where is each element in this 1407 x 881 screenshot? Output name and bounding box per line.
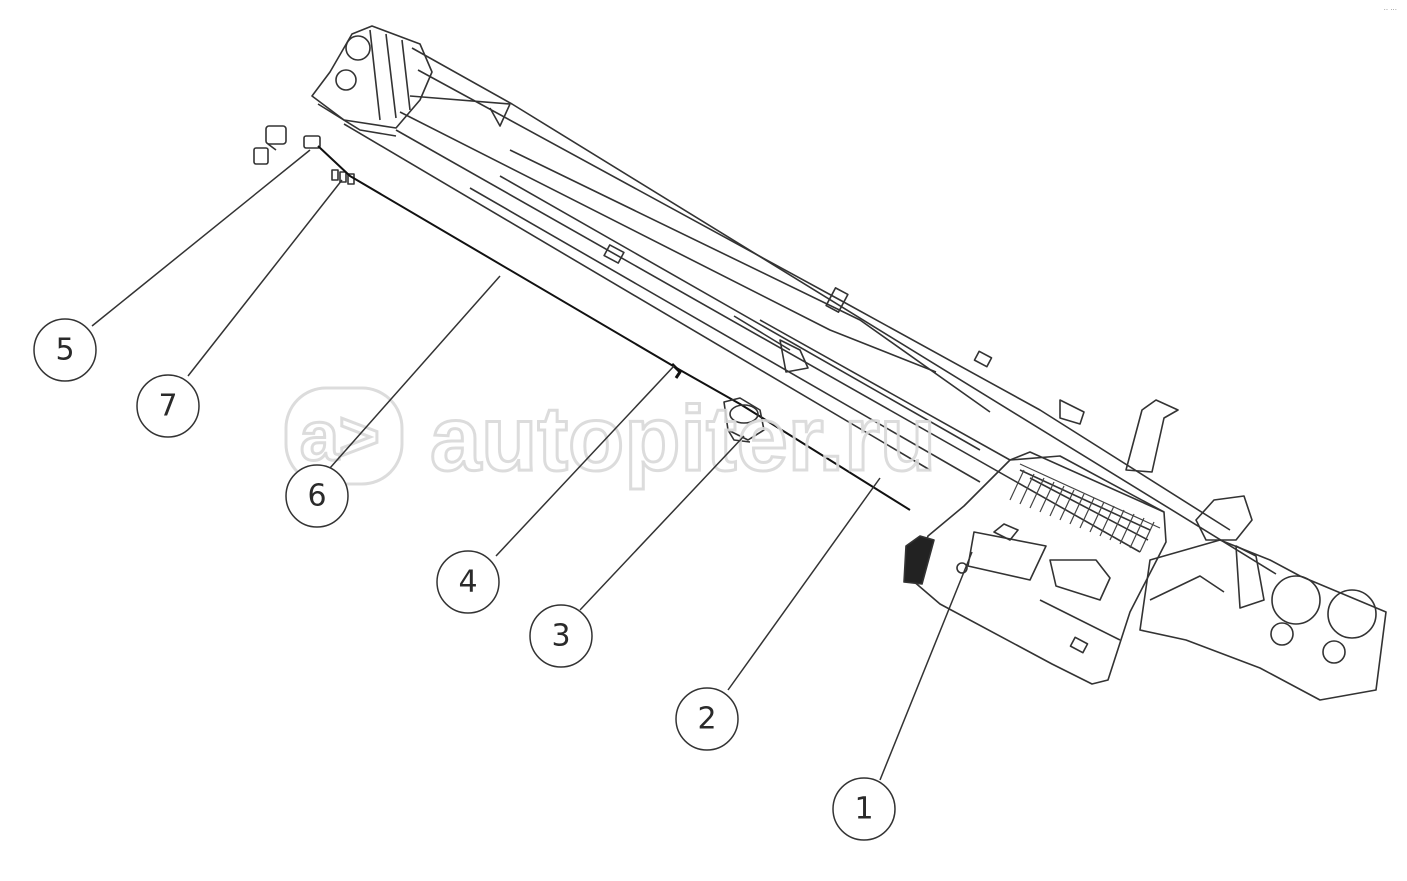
callout-label: 4 xyxy=(458,565,477,600)
callout-7: 7 xyxy=(136,374,200,438)
watermark-icon-text: a> xyxy=(300,397,380,475)
leader-line-1 xyxy=(879,551,973,781)
leader-line-6 xyxy=(329,275,501,469)
leader-line-7 xyxy=(187,179,343,377)
callout-label: 5 xyxy=(55,333,74,368)
callout-label: 3 xyxy=(551,619,570,654)
roof-grating xyxy=(1009,463,1161,553)
callout-4: 4 xyxy=(436,550,500,614)
work-lamp xyxy=(723,397,765,443)
leader-line-3 xyxy=(579,435,745,611)
callout-label: 1 xyxy=(854,792,873,827)
callout-6: 6 xyxy=(285,464,349,528)
boom-head xyxy=(311,25,433,137)
leader-line-4 xyxy=(495,365,675,557)
corner-mark: ·· ··· xyxy=(1383,6,1397,14)
crane-boom-drawing xyxy=(253,25,1387,701)
callouts: 1 2 3 4 5 6 7 xyxy=(33,318,896,841)
leader-lines xyxy=(91,149,973,781)
leader-line-5 xyxy=(91,149,311,327)
leader-line-2 xyxy=(727,477,881,691)
callout-1: 1 xyxy=(832,777,896,841)
callout-label: 7 xyxy=(158,389,177,424)
small-parts xyxy=(253,125,355,185)
watermark-text: autopiter.ru xyxy=(430,388,936,490)
callout-2: 2 xyxy=(675,687,739,751)
callout-label: 6 xyxy=(307,479,326,514)
watermark: a> autopiter.ru xyxy=(284,386,938,492)
callout-3: 3 xyxy=(529,604,593,668)
operator-cab xyxy=(911,451,1167,685)
callout-label: 2 xyxy=(697,702,716,737)
callout-5: 5 xyxy=(33,318,97,382)
